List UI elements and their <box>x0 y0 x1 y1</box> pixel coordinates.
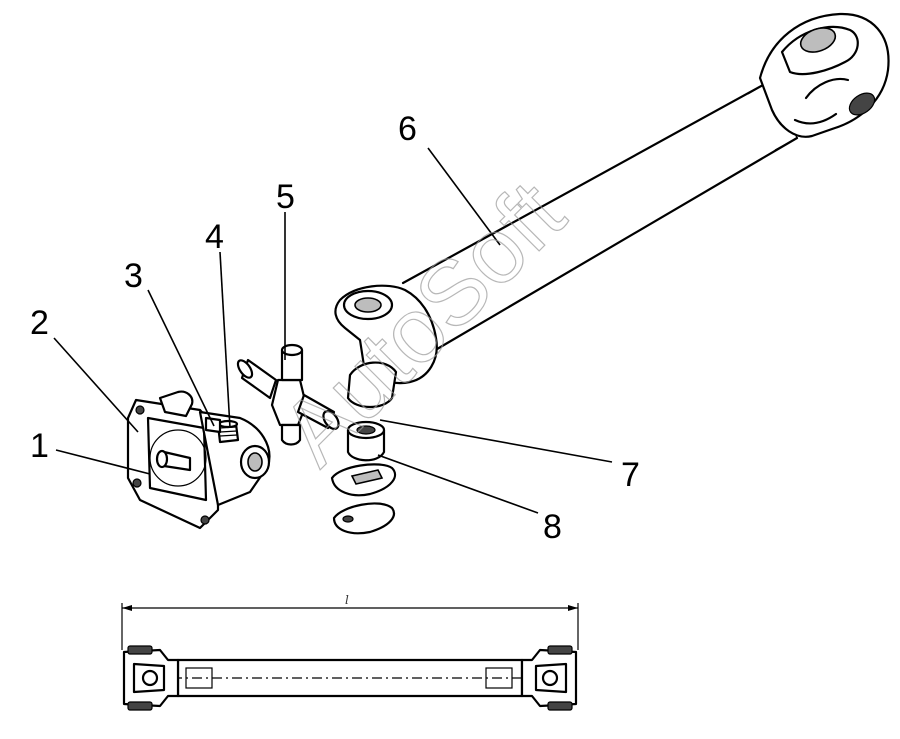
flange-yoke <box>126 390 271 530</box>
callout-1: 1 <box>30 427 49 465</box>
cross-spider <box>236 343 340 446</box>
callout-5: 5 <box>276 178 295 216</box>
callout-2: 2 <box>30 304 49 342</box>
retaining-plates <box>330 463 397 535</box>
side-view-drawing: l <box>121 593 579 711</box>
watermark: AutoSoft <box>262 162 584 484</box>
callout-4: 4 <box>205 218 224 256</box>
callout-labels: 1 2 3 4 5 6 7 8 <box>30 110 640 546</box>
callout-8: 8 <box>543 508 562 546</box>
shaft-yoke <box>334 284 438 409</box>
callout-3: 3 <box>124 257 143 295</box>
callout-7: 7 <box>621 456 640 494</box>
dimension-label: l <box>345 593 349 607</box>
leader-lines <box>53 147 613 514</box>
bearing-cup <box>346 420 386 462</box>
far-universal-joint <box>758 12 890 138</box>
callout-6: 6 <box>398 110 417 148</box>
